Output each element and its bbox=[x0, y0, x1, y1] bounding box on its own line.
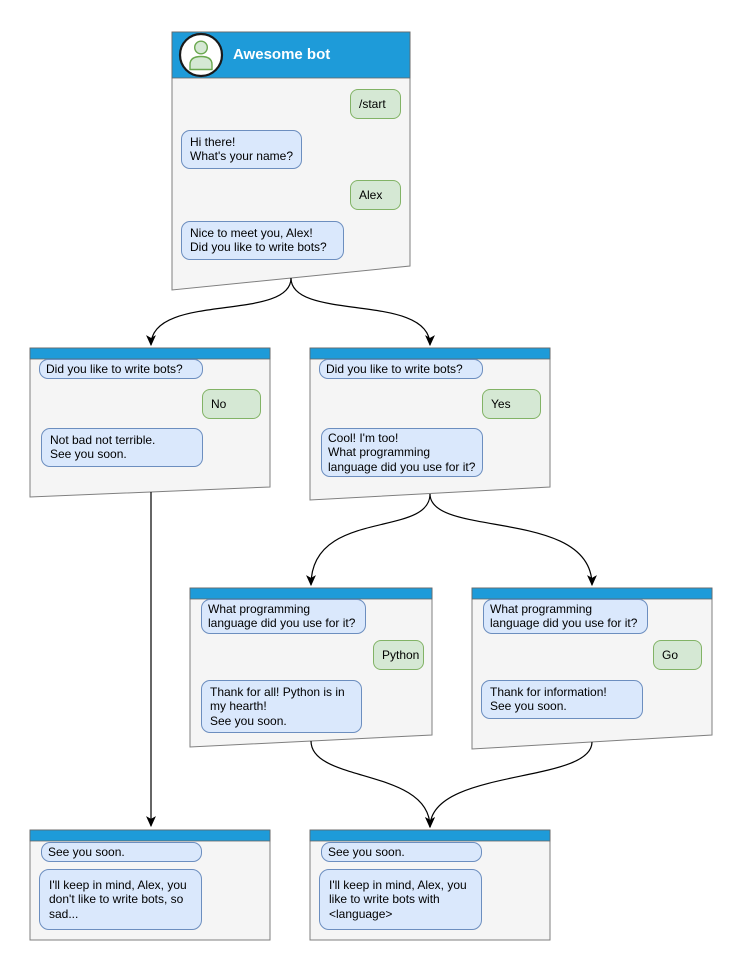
bot-message-bubble: What programming language did you use fo… bbox=[483, 599, 648, 634]
bot-message-bubble: Hi there! What's your name? bbox=[181, 130, 302, 169]
edge-go-to-end bbox=[425, 741, 593, 829]
user-message-bubble: Python bbox=[373, 640, 424, 671]
user-message-bubble: /start bbox=[350, 89, 401, 120]
bot-message-bubble: Nice to meet you, Alex! Did you like to … bbox=[181, 221, 344, 260]
edge-python-to-end bbox=[310, 740, 435, 829]
bot-message-bubble: Not bad not terrible. See you soon. bbox=[41, 428, 203, 467]
user-message-bubble: No bbox=[202, 389, 261, 420]
bot-message-bubble: Did you like to write bots? bbox=[319, 359, 483, 380]
edge-root-to-yes bbox=[290, 277, 435, 347]
bot-message-bubble: See you soon. bbox=[41, 842, 202, 863]
edge-yes-to-python bbox=[306, 493, 431, 587]
user-message-bubble: Go bbox=[653, 640, 702, 671]
bot-message-bubble: Did you like to write bots? bbox=[39, 359, 203, 380]
user-message-bubble: Alex bbox=[350, 180, 401, 211]
bot-message-bubble: What programming language did you use fo… bbox=[201, 599, 366, 634]
bot-message-bubble: Thank for all! Python is in my hearth! S… bbox=[201, 680, 362, 734]
user-message-bubble: Yes bbox=[482, 389, 541, 420]
bot-message-bubble: I'll keep in mind, Alex, you don't like … bbox=[39, 869, 202, 931]
bot-message-bubble: See you soon. bbox=[321, 842, 482, 863]
bot-message-bubble: Cool! I'm too! What programming language… bbox=[321, 428, 483, 478]
edge-root-to-no bbox=[146, 277, 292, 347]
bot-message-bubble: Thank for information! See you soon. bbox=[481, 680, 643, 719]
edge-yes-to-go bbox=[429, 493, 597, 587]
bot-message-bubble: I'll keep in mind, Alex, you like to wri… bbox=[319, 869, 482, 931]
chat-node-title: Awesome bot bbox=[233, 46, 331, 63]
bot-avatar-icon bbox=[178, 32, 224, 78]
